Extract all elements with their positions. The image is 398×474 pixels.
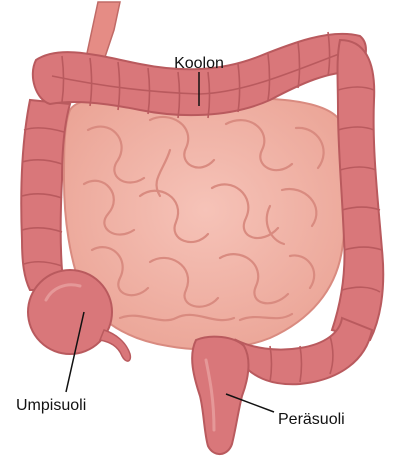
rectum [192, 337, 248, 454]
rectum-label: Peräsuoli [278, 411, 345, 428]
esophagus-tube [86, 2, 120, 60]
cecum [28, 270, 112, 354]
appendix [100, 330, 130, 361]
colon-label: Koolon [174, 55, 224, 72]
cecum-label: Umpisuoli [16, 397, 86, 414]
